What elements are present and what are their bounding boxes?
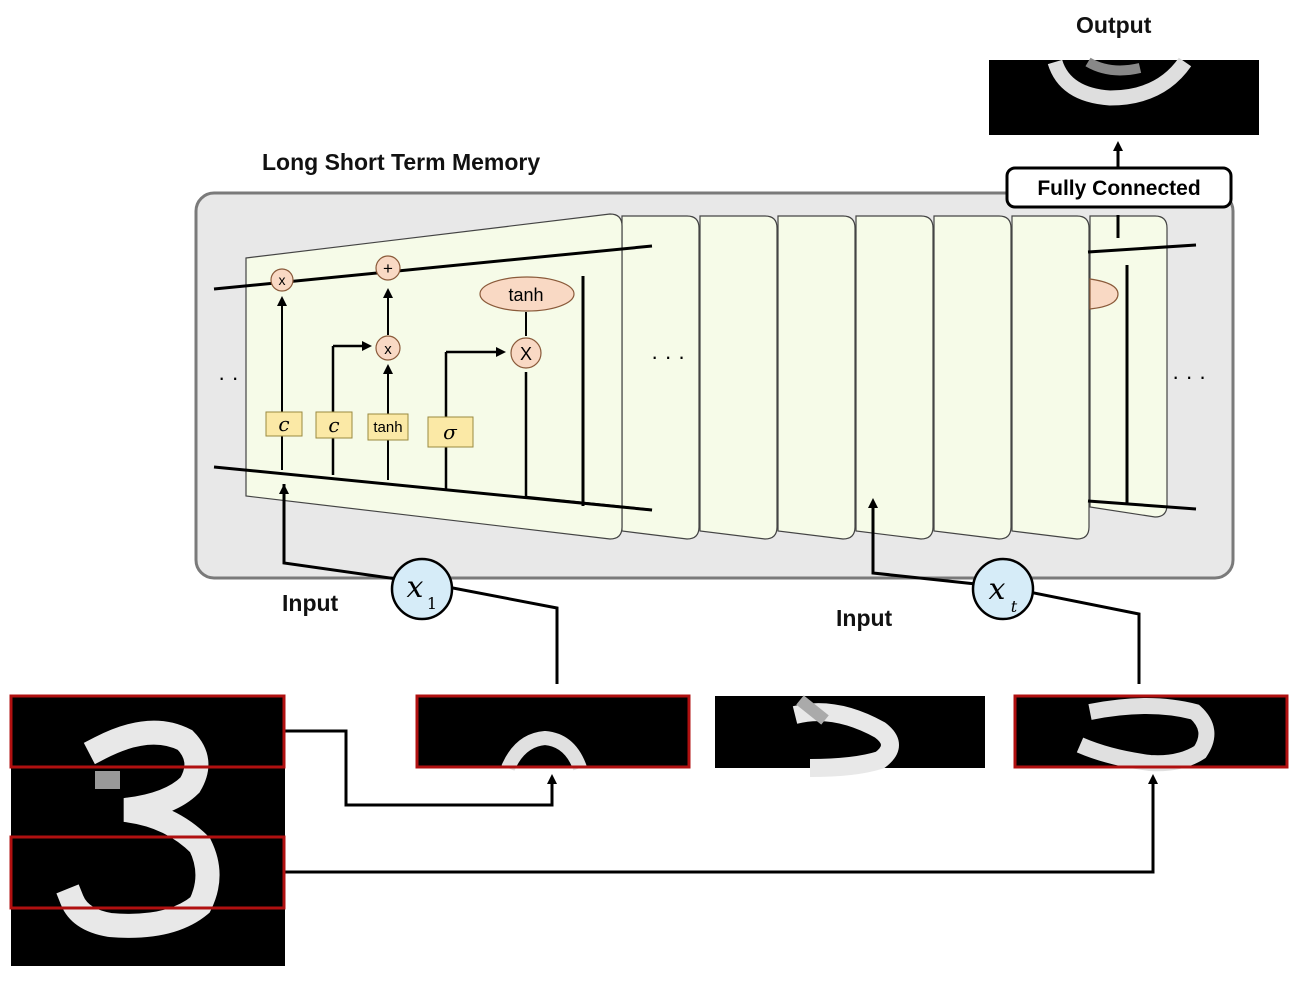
svg-text:+: + — [383, 259, 393, 278]
svg-text:X: X — [520, 344, 532, 364]
output-label: Output — [1076, 12, 1152, 38]
svg-text:x: x — [279, 272, 286, 288]
input-strip-1 — [417, 696, 689, 772]
lstm-cell-3 — [699, 215, 778, 540]
mult-circle-2 — [375, 335, 401, 361]
lstm-cell-stack — [245, 213, 1168, 540]
lstm-cell-6 — [933, 215, 1012, 540]
ellipsis-right: · · · — [1172, 364, 1206, 389]
digit-image — [11, 696, 285, 966]
ellipsis-mid: · · · — [651, 344, 685, 369]
mult-circle-3 — [510, 337, 542, 369]
x1-label: x — [407, 570, 424, 605]
cell-state-line-right — [1087, 243, 1197, 254]
input-label-1: Input — [282, 590, 339, 616]
gate-label-sigma: σ — [443, 420, 458, 444]
lstm-cell-4 — [777, 215, 856, 540]
gate-box-tanh — [367, 413, 409, 441]
gate-box-c2 — [315, 411, 353, 439]
xt-sub: t — [1011, 597, 1018, 616]
gate-box-c1 — [265, 411, 303, 437]
x1-circle — [390, 557, 454, 621]
lstm-cell-2 — [621, 215, 700, 540]
tanh-ellipse — [479, 276, 575, 312]
xt-circle — [971, 557, 1035, 621]
lstm-cell-5 — [855, 215, 934, 540]
hidden-line-right — [1087, 499, 1197, 511]
fully-connected-box — [1005, 166, 1233, 209]
lstm-cell-1 — [245, 213, 623, 540]
svg-text:x: x — [384, 341, 392, 358]
lstm-cell-7 — [1011, 215, 1090, 540]
input-strip-t — [1015, 696, 1287, 772]
x1-sub: 1 — [427, 594, 437, 613]
ellipsis-left: · · — [218, 365, 239, 390]
digit-frame-top — [9, 694, 286, 769]
gate-label-c2: c — [328, 413, 339, 437]
fully-connected-label: Fully Connected — [1037, 177, 1200, 200]
xt-label: x — [989, 572, 1006, 607]
output-image — [989, 57, 1259, 135]
plus-circle — [375, 255, 401, 281]
tanh-ellipse-partial — [1089, 278, 1119, 310]
lstm-title: Long Short Term Memory — [262, 149, 541, 175]
mult-circle-1 — [270, 268, 294, 292]
digit-frame-bottom — [9, 835, 286, 910]
input-strip-mid — [715, 695, 985, 777]
input-label-2: Input — [836, 605, 893, 631]
gate-box-sigma — [427, 416, 474, 448]
svg-text:tanh: tanh — [508, 285, 543, 305]
gate-label-tanh: tanh — [373, 419, 402, 436]
gate-label-c1: c — [278, 412, 289, 436]
